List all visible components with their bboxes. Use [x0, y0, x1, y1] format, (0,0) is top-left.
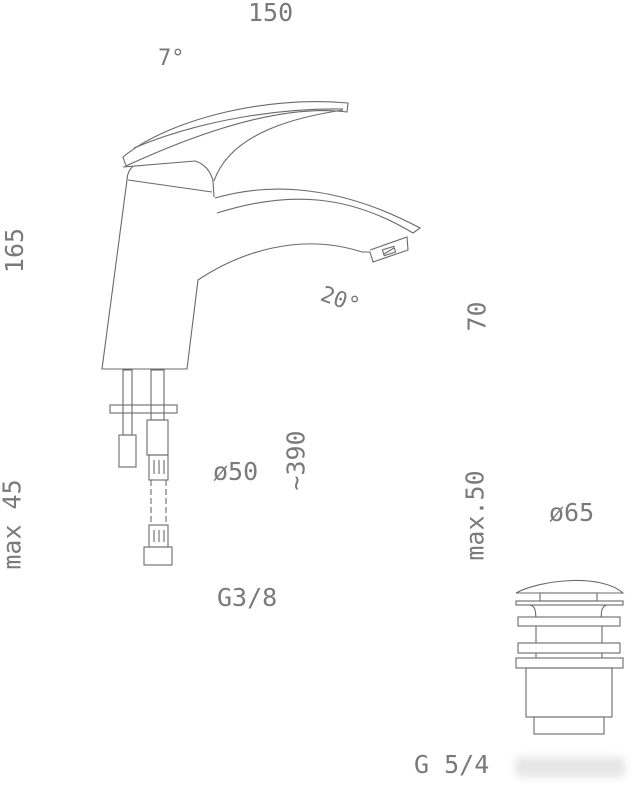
faucet-handle	[122, 101, 349, 198]
dim-base-diameter-label: ø50	[213, 457, 259, 486]
blurred-watermark	[515, 757, 625, 777]
dim-handle-angle-label: 7°	[158, 46, 185, 71]
dim-hose-thread-label: G3/8	[217, 583, 278, 612]
dim-spout-height-label: 70	[462, 301, 492, 332]
faucet-body	[101, 165, 422, 370]
supply-pipes	[109, 369, 178, 566]
dim-waste-diameter-label: ø65	[549, 498, 595, 527]
pop-up-waste	[515, 579, 625, 735]
dim-height-label: 165	[0, 227, 30, 274]
dim-width-label: 150	[248, 0, 294, 27]
dim-waste-max-label: max.50	[460, 470, 490, 561]
aerator	[362, 236, 409, 263]
dim-max-thickness-label: max 45	[0, 479, 27, 570]
dim-hose-length-label: ~390	[281, 430, 311, 491]
dim-waste-thread-label: G 5/4	[414, 750, 490, 779]
